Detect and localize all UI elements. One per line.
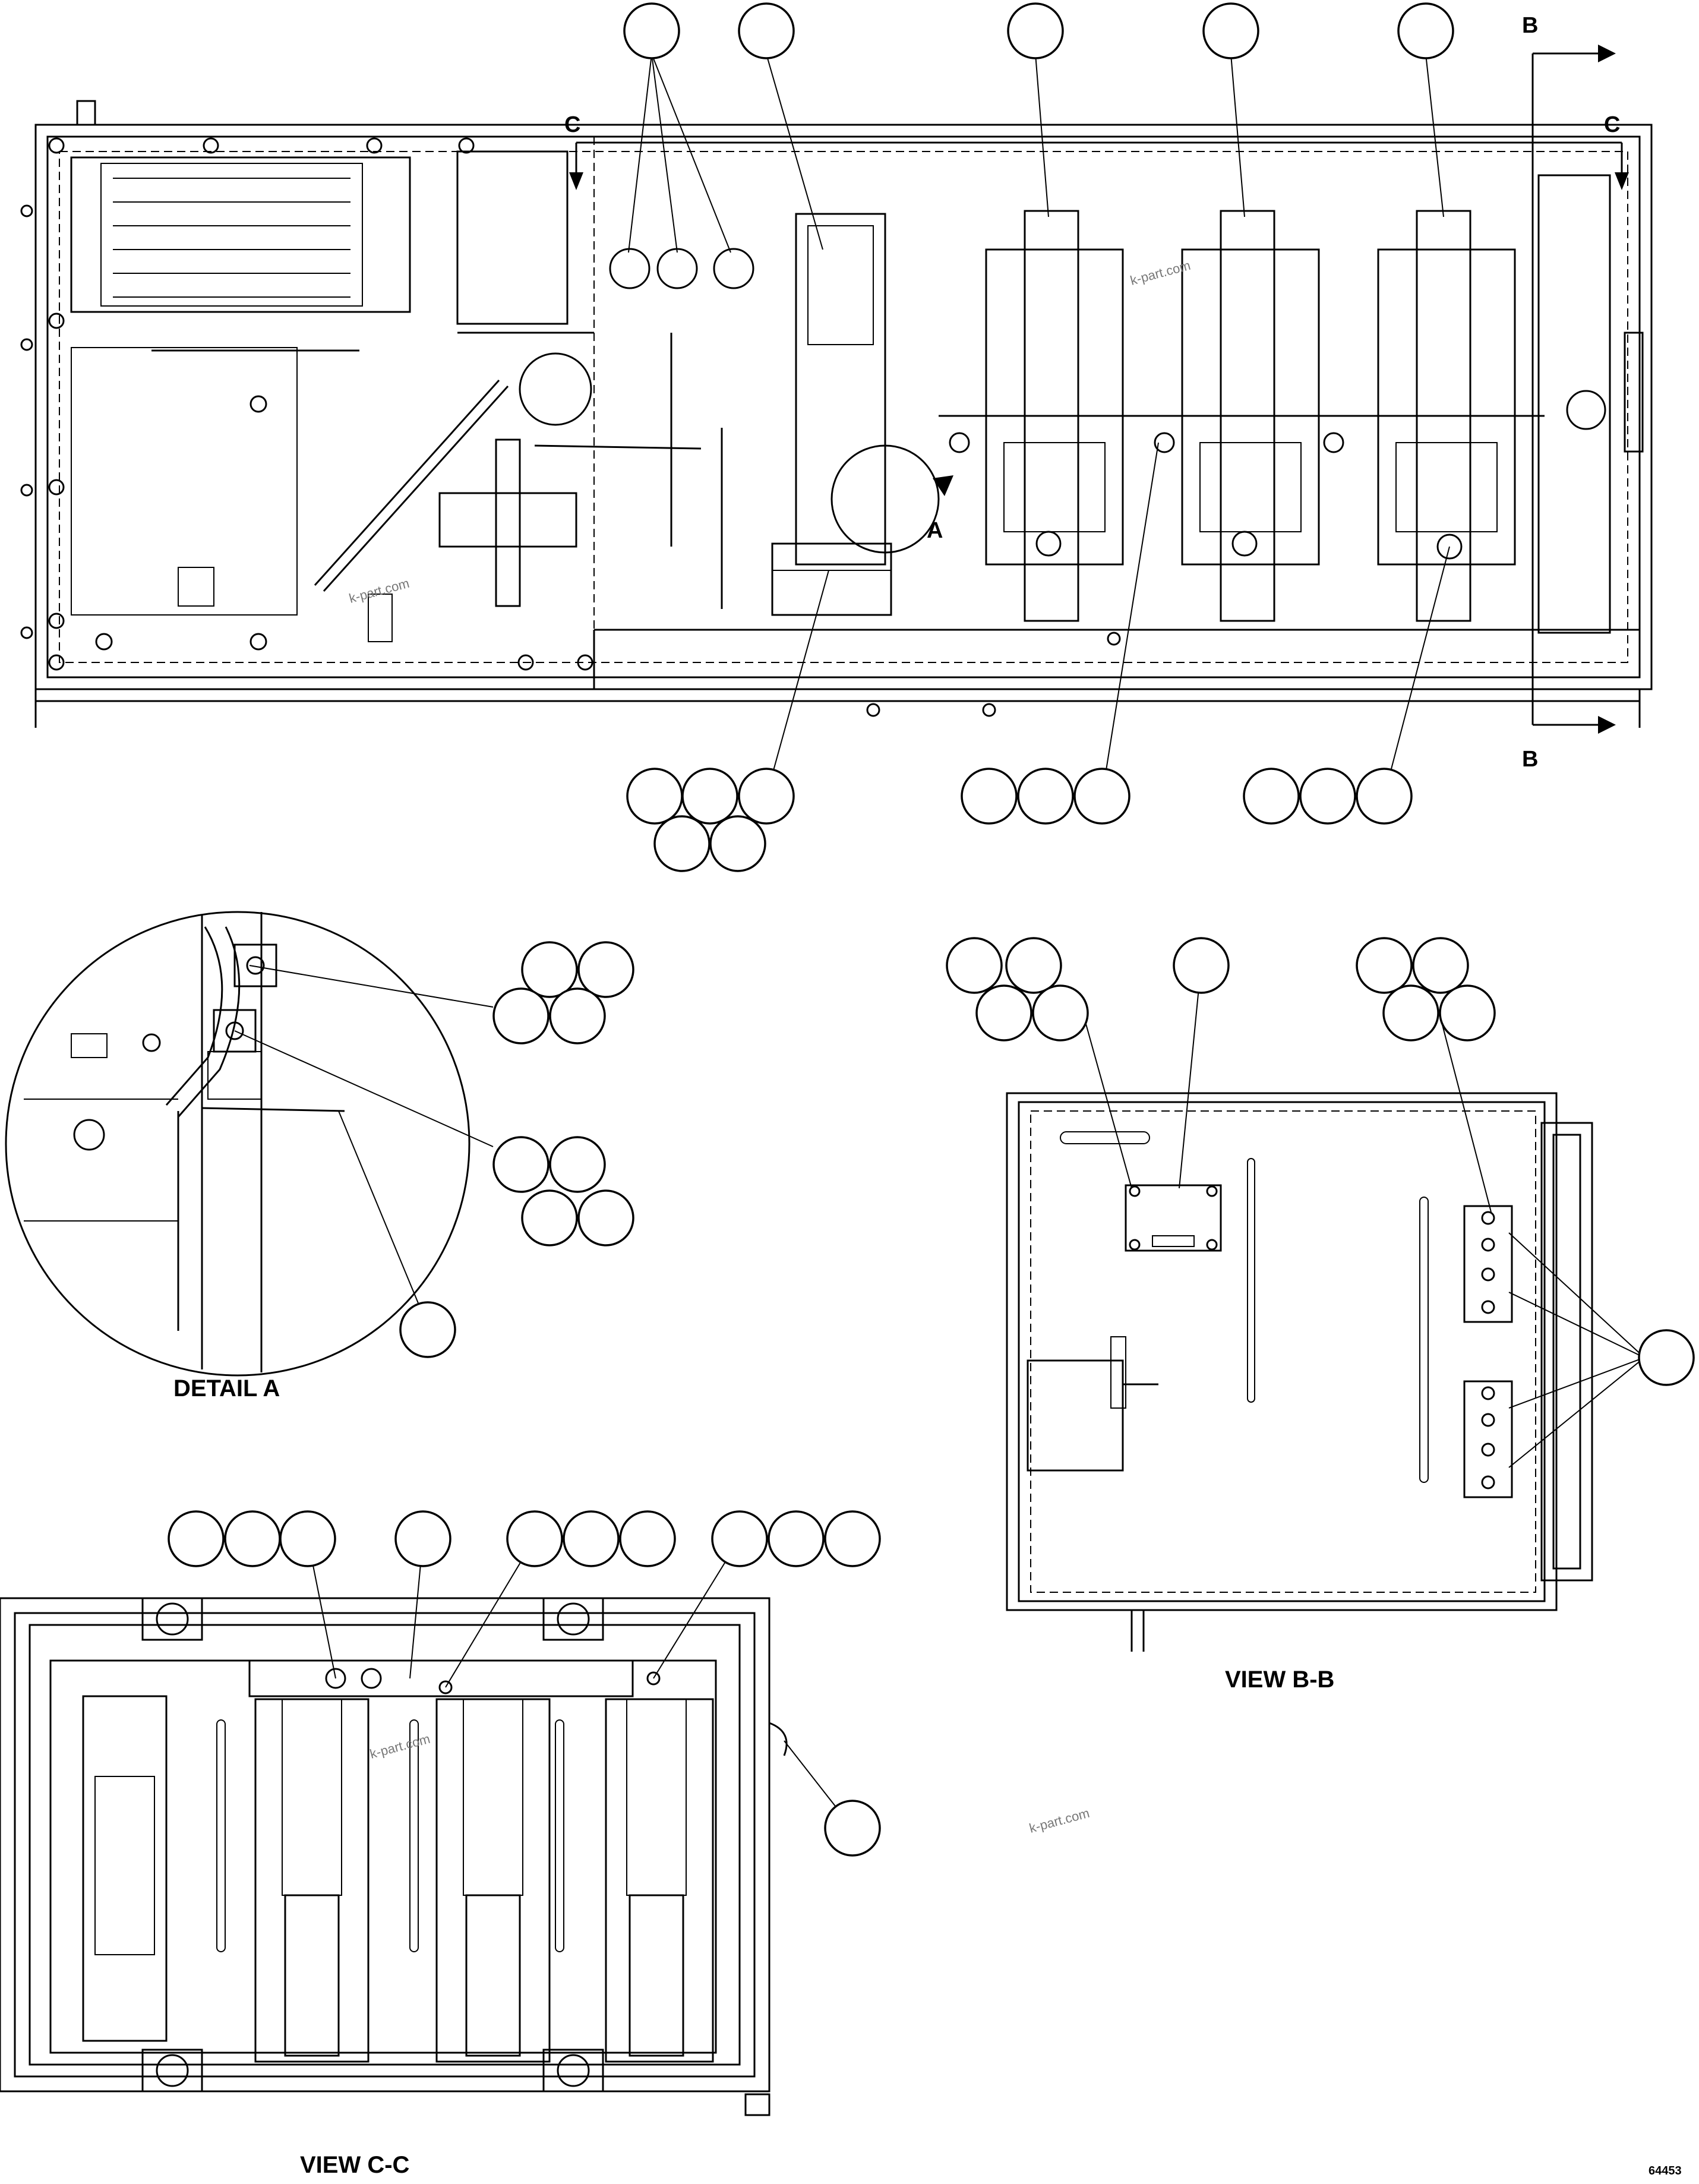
detail-a-view <box>5 911 470 1377</box>
detail-a-title: DETAIL A <box>173 1375 280 1402</box>
section-marker-c-left: C <box>564 112 580 137</box>
leader-lines-main <box>628 53 1450 797</box>
gauges <box>609 248 754 289</box>
leader-lines-detail-a <box>234 965 494 1327</box>
view-b-b <box>1006 1092 1593 1652</box>
callout-balloons-view-b-b <box>946 937 1695 1386</box>
callout-balloons-main <box>623 2 1454 872</box>
section-marker-c-right: C <box>1604 112 1620 137</box>
leader-lines-view-c-c <box>307 1538 853 1829</box>
actuator-assembly <box>670 213 892 616</box>
detail-a-callout-circle <box>830 444 953 554</box>
view-c-c-pole-3 <box>605 1698 714 2063</box>
section-marker-b-bottom: B <box>1522 747 1538 772</box>
section-line-c <box>569 141 1629 190</box>
view-c-c-pole-2 <box>435 1698 551 2063</box>
view-c-c-pole-1 <box>254 1698 370 2063</box>
control-panel <box>70 137 702 662</box>
view-c-c-bolts <box>141 1597 604 2093</box>
section-line-b <box>1531 45 1616 734</box>
main-view <box>20 45 1653 734</box>
watermark-2: k-part.com <box>348 576 411 606</box>
view-c-c <box>0 1597 788 2116</box>
detail-a-marker: A <box>927 518 943 543</box>
callout-balloons-detail-a <box>399 941 634 1358</box>
watermark-4: k-part.com <box>368 1731 432 1762</box>
view-b-b-title: VIEW B-B <box>1225 1667 1334 1693</box>
callout-balloons-view-c-c <box>168 1510 881 1857</box>
view-c-c-title: VIEW C-C <box>300 2152 409 2178</box>
watermark-3: k-part.com <box>1028 1806 1091 1836</box>
drawing-number: 64453 <box>1649 2164 1682 2177</box>
cabinet-bolts <box>20 137 593 671</box>
section-marker-b-top: B <box>1522 13 1538 38</box>
leader-lines-view-b-b <box>1082 963 1645 1468</box>
